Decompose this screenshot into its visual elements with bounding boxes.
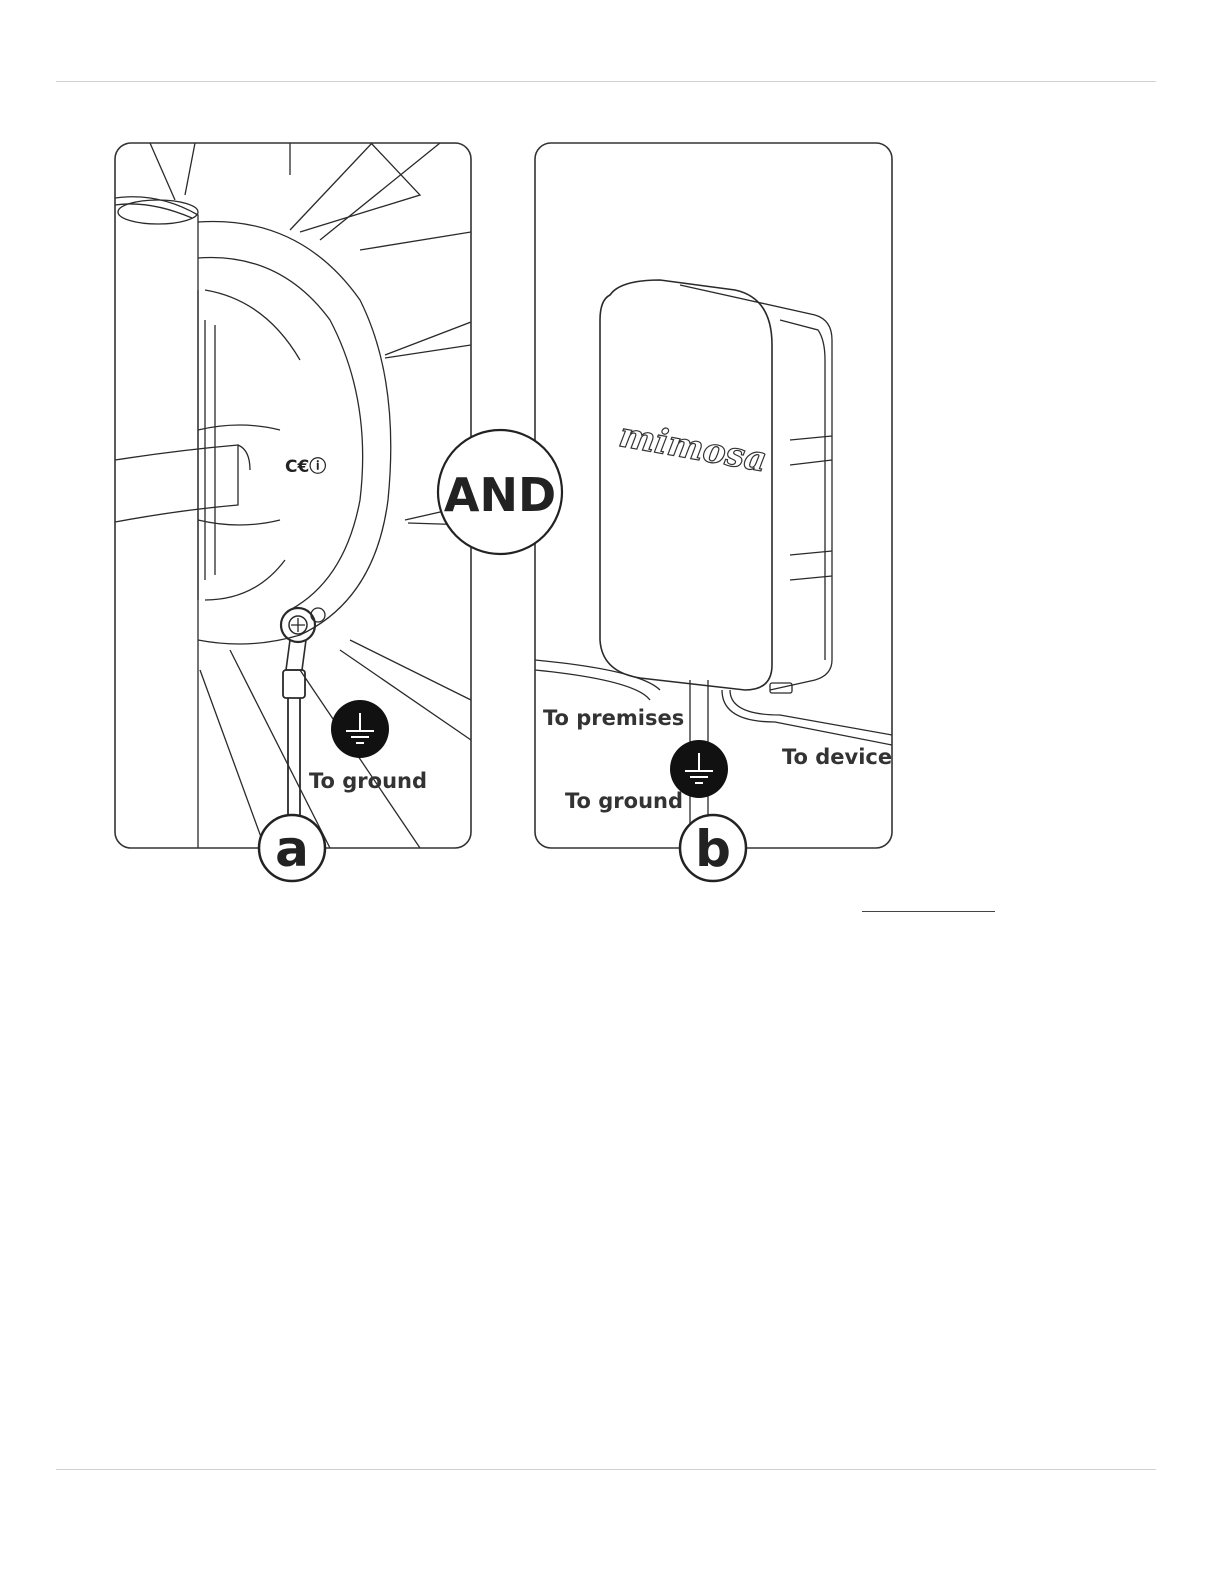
panel-b-marker: b — [695, 820, 731, 878]
panel-a-frame — [115, 143, 471, 848]
panel-b-premises-label: To premises — [543, 706, 684, 730]
panel-b-device-label: To device — [782, 745, 892, 769]
footer-rule — [56, 1469, 1156, 1470]
ground-symbol-icon — [670, 740, 728, 798]
panel-b: mimosa To premises To device To ground b — [535, 143, 892, 881]
panel-a-ground-label: To ground — [309, 769, 427, 793]
and-label: AND — [444, 468, 556, 522]
panel-a-marker: a — [275, 820, 309, 878]
product-marks: C€ⓘ — [285, 456, 326, 477]
brand-logo: mimosa — [616, 415, 769, 480]
panel-a: C€ⓘ To ground a — [115, 143, 471, 881]
panel-b-frame — [535, 143, 892, 848]
panel-b-ground-label: To ground — [565, 789, 683, 813]
underline-link[interactable] — [862, 911, 995, 912]
and-connector: AND — [438, 430, 562, 554]
ground-symbol-icon — [331, 700, 389, 758]
